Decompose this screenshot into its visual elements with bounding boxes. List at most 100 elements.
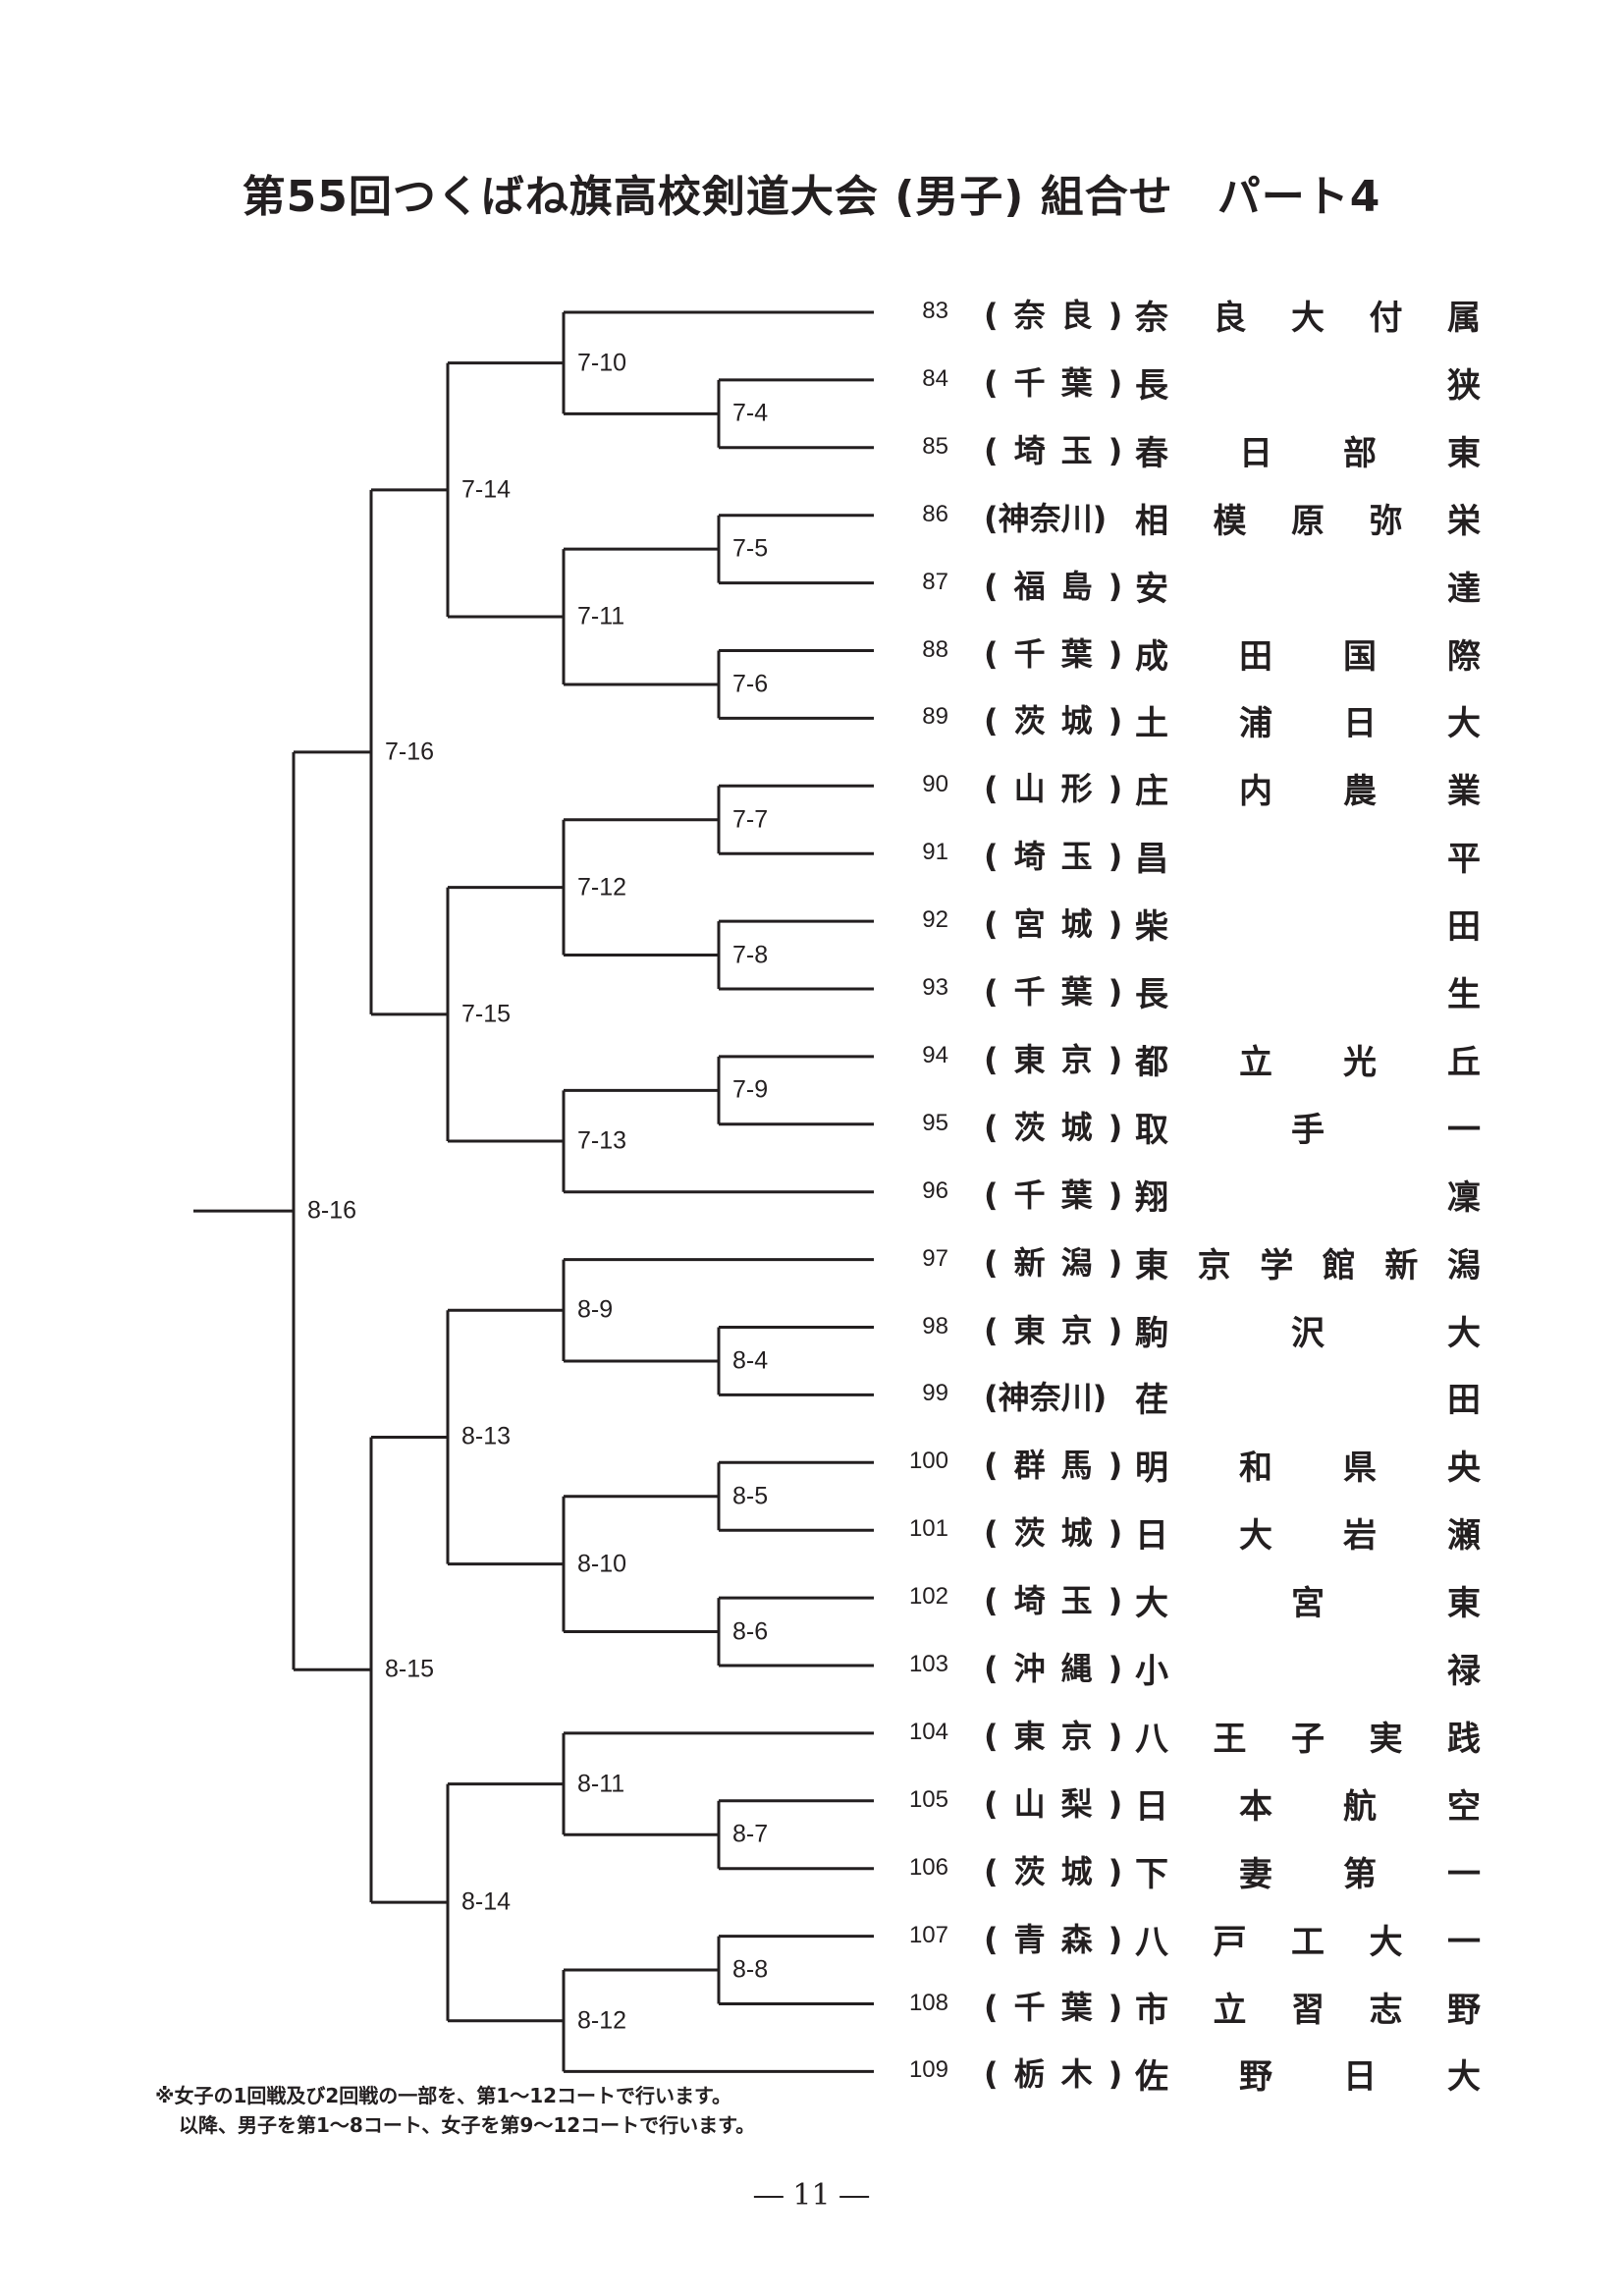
seed-number: 87 [922,568,948,595]
prefecture: ( 奈 良 ) [984,297,1123,334]
seed-number: 88 [922,635,948,663]
team-row: 87( 福 島 )安達 [884,559,1492,609]
school-name: 相模原弥栄 [1135,501,1481,541]
seed-number: 97 [922,1244,948,1272]
match-label: 8-7 [732,1820,769,1848]
prefecture: ( 千 葉 ) [984,1988,1123,2026]
team-row: 85 ( 埼 玉 ) 春日部東 [884,423,1492,473]
prefecture: ( 東 京 ) [984,1311,1123,1349]
match-label: 7-10 [577,349,627,377]
match-label: 8-16 [307,1196,357,1225]
prefecture: ( 福 島 ) [984,567,1123,605]
match-label: 8-9 [577,1295,614,1324]
seed-number: 98 [922,1312,948,1339]
team-row: 91 ( 埼 玉 ) 昌平 [884,829,1492,880]
match-label: 8-14 [461,1887,512,1916]
seed-number: 93 [922,974,948,1001]
team-row: 84( 千 葉 )長狭 [884,355,1492,406]
seed-number: 100 [908,1448,948,1475]
seed-number: 106 [908,1853,948,1881]
prefecture: ( 千 葉 ) [984,634,1123,673]
prefecture: ( 群 馬 ) [984,1447,1123,1485]
school-name: 八戸工大一 [1135,1922,1481,1962]
seed-number: 101 [908,1515,948,1543]
team-row: 92( 宮 城 )柴田 [884,897,1492,947]
match-label: 7-6 [732,670,769,698]
match-label: 7-7 [732,805,769,834]
school-name: 駒沢大 [1135,1313,1481,1353]
seed-number: 89 [922,703,948,731]
seed-number: 105 [908,1785,948,1813]
seed-number: 95 [922,1109,948,1136]
school-name: 日本航空 [1135,1786,1481,1827]
seed-number: 96 [922,1176,948,1204]
team-row: 100( 群 馬 )明和県央 [884,1438,1492,1488]
school-name: 成田国際 [1135,636,1481,677]
prefecture: ( 東 京 ) [984,1717,1123,1755]
team-row: 105 ( 山 梨 ) 日本航空 [884,1777,1492,1827]
seed-number: 102 [908,1583,948,1611]
prefecture: ( 山 形 ) [984,770,1123,808]
match-label: 7-15 [461,1000,512,1028]
prefecture: ( 茨 城 ) [984,1852,1123,1890]
prefecture: ( 茨 城 ) [984,1108,1123,1146]
school-name: 都立光丘 [1135,1042,1481,1082]
match-label: 8-4 [732,1346,769,1375]
prefecture: ( 埼 玉 ) [984,431,1123,469]
match-label: 8-11 [577,1770,625,1798]
team-row: 83( 奈 良 )奈良大付属 [884,288,1492,338]
school-name: 取手一 [1135,1110,1481,1150]
match-label: 8-5 [732,1482,769,1510]
match-label: 8-8 [732,1955,769,1984]
team-row: 88 ( 千 葉 ) 成田国際 [884,627,1492,677]
seed-number: 104 [908,1718,948,1745]
match-label: 8-10 [577,1550,627,1578]
team-row: 102( 埼 玉 )大宮東 [884,1573,1492,1623]
team-row: 109( 栃 木 )佐野日大 [884,2047,1492,2097]
match-label: 7-5 [732,534,769,563]
seed-number: 85 [922,432,948,460]
prefecture: ( 山 梨 ) [984,1784,1123,1823]
prefecture: ( 沖 縄 ) [984,1650,1123,1687]
team-row: 97( 新 潟 )東京学館新潟 [884,1235,1492,1285]
school-name: 春日部東 [1135,433,1481,473]
prefecture: ( 宮 城 ) [984,905,1123,944]
seed-number: 84 [922,364,948,392]
prefecture: ( 埼 玉 ) [984,838,1123,876]
footnote-line-1: ※女子の1回戦及び2回戦の一部を、第1～12コートで行います。 [155,2084,732,2107]
prefecture: ( 茨 城 ) [984,1514,1123,1553]
school-name: 下妻第一 [1135,1854,1481,1894]
school-name: 奈良大付属 [1135,299,1481,338]
school-name: 昌平 [1135,840,1481,880]
team-row: 86(神奈川)相模原弥栄 [884,491,1492,541]
match-label: 7-11 [577,602,625,630]
footnote-line-2: 以降、男子を第1～8コート、女子を第9～12コートで行います。 [179,2113,756,2137]
team-row: 96( 千 葉 )翔凜 [884,1168,1492,1218]
seed-number: 103 [908,1651,948,1677]
school-name: 土浦日大 [1135,704,1481,744]
school-name: 荏田 [1135,1381,1481,1421]
school-name: 翔凜 [1135,1177,1481,1218]
page-title: 第55回つくばね旗高校剣道大会 (男子) 組合せ パート4 [242,172,1381,222]
seed-number: 92 [922,906,948,934]
prefecture: ( 茨 城 ) [984,702,1123,740]
team-row: 107( 青 森 )八戸工大一 [884,1912,1492,1962]
school-name: 小禄 [1135,1652,1481,1691]
prefecture: ( 青 森 ) [984,1920,1123,1958]
seed-number: 91 [922,839,948,866]
match-label: 7-12 [577,873,627,902]
prefecture: ( 千 葉 ) [984,363,1123,402]
match-label: 7-16 [385,738,435,766]
school-name: 庄内農業 [1135,772,1481,812]
match-label: 7-4 [732,399,769,427]
prefecture: ( 埼 玉 ) [984,1582,1123,1620]
prefecture: (神奈川) [984,1379,1108,1417]
match-label: 7-13 [577,1126,627,1155]
seed-number: 90 [922,771,948,798]
team-row: 108( 千 葉 )市立習志野 [884,1980,1492,2030]
team-row: 103 ( 沖 縄 ) 小禄 [884,1641,1492,1691]
seed-number: 86 [922,500,948,527]
school-name: 市立習志野 [1135,1990,1481,2030]
team-row: 90 ( 山 形 ) 庄内農業 [884,761,1492,812]
